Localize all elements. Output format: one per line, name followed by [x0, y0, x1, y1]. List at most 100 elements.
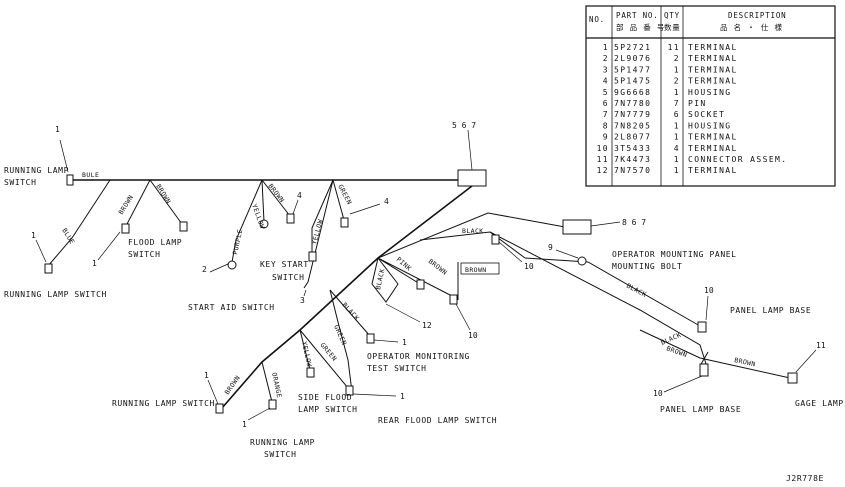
callout-9: 9 — [548, 243, 553, 252]
panel-lamp-base-terminal-bottom — [699, 363, 709, 377]
flood-lamp-switch-terminal-a — [121, 223, 130, 234]
table-row: 2 2L9076 2 TERMINAL — [603, 54, 738, 63]
operator-monitoring-terminal — [366, 333, 375, 344]
cell-no: 9 — [603, 133, 609, 142]
key-start-switch-terminal-c — [340, 217, 349, 228]
callout-3: 3 — [300, 296, 305, 305]
running-lamp-switch-terminal-bottom — [268, 399, 277, 410]
label-rear-flood-lamp-switch: REAR FLOOD LAMP SWITCH — [378, 416, 497, 425]
cell-no: 8 — [603, 121, 609, 130]
callout-1-running-bottom: 1 — [242, 420, 247, 429]
label-running-lamp-switch-top-l2: SWITCH — [4, 178, 37, 187]
flood-lamp-switch-terminal-b — [179, 221, 188, 232]
parts-table: NO. PART NO. 部 品 番 号 QTY 数量 DESCRIPTION … — [585, 5, 836, 187]
cell-qty: 11 — [668, 43, 680, 52]
wire-label-brown-2: BROWN — [154, 183, 172, 206]
component-labels: RUNNING LAMP SWITCH RUNNING LAMP SWITCH … — [4, 166, 843, 459]
header-qty-sub: 数量 — [664, 22, 681, 32]
cell-description: CONNECTOR ASSEM. — [688, 155, 787, 164]
cell-description: PIN — [688, 99, 707, 108]
black-wire-terminal — [491, 234, 500, 245]
brown-wire-terminal — [449, 294, 458, 305]
cell-qty: 1 — [674, 166, 680, 175]
cell-description: TERMINAL — [688, 54, 738, 63]
cell-description: TERMINAL — [688, 166, 738, 175]
cell-part-no: 5P1477 — [614, 65, 651, 74]
cell-qty: 7 — [674, 99, 680, 108]
wire-label-brown-7: BROWN — [223, 374, 242, 396]
mounting-bolt-ring — [577, 256, 587, 266]
cell-description: TERMINAL — [688, 65, 738, 74]
cell-qty: 6 — [674, 110, 680, 119]
callout-567-top: 5 6 7 — [452, 121, 476, 130]
wire-label-black-1: BLACK — [462, 227, 484, 235]
cell-no: 5 — [603, 88, 609, 97]
cell-qty: 4 — [674, 144, 680, 153]
gage-lamp-terminal — [787, 372, 798, 384]
wire-label-orange: ORANGE — [270, 372, 283, 399]
callout-10-d: 10 — [653, 389, 663, 398]
callout-10-c: 10 — [704, 286, 714, 295]
header-part-no: PART NO. — [616, 11, 659, 20]
callout-867: 8 6 7 — [622, 218, 646, 227]
callout-4-b: 4 — [384, 197, 389, 206]
cell-no: 1 — [603, 43, 609, 52]
callout-1-top: 1 — [55, 125, 60, 134]
cell-part-no: 2L9076 — [614, 54, 651, 63]
wire-label-green-3: GREEN — [318, 341, 338, 363]
main-connector-block — [457, 169, 487, 187]
cell-no: 10 — [597, 144, 609, 153]
wire-label-yellow-2: YELLOW — [310, 218, 324, 245]
key-start-switch-ring — [259, 219, 269, 229]
callout-1-monitoring: 1 — [402, 338, 407, 347]
label-running-lamp-bottom2-l2: SWITCH — [264, 450, 297, 459]
running-lamp-switch-terminal-left — [44, 263, 53, 274]
label-running-lamp-switch-bottom: RUNNING LAMP SWITCH — [112, 399, 215, 408]
cell-qty: 2 — [674, 54, 680, 63]
wire-label-brown-5: BROWN — [665, 344, 688, 359]
cell-no: 12 — [597, 166, 609, 175]
cell-description: TERMINAL — [688, 77, 738, 86]
wire-label-black-2: BLACK — [374, 268, 386, 291]
label-flood-lamp-l1: FLOOD LAMP — [128, 238, 182, 247]
drawing-number: J2R778E — [786, 474, 824, 483]
label-panel-lamp-base-bottom: PANEL LAMP BASE — [660, 405, 741, 414]
cell-no: 3 — [603, 65, 609, 74]
side-flood-lamp-terminal — [306, 367, 315, 378]
cell-no: 6 — [603, 99, 609, 108]
pink-wire-terminal — [416, 279, 425, 290]
label-panel-lamp-base-right: PANEL LAMP BASE — [730, 306, 811, 315]
callout-11: 11 — [816, 341, 826, 350]
label-running-lamp-switch-top-l1: RUNNING LAMP — [4, 166, 69, 175]
wire-label-brown-4: BROWN — [427, 257, 449, 277]
label-side-flood-l1: SIDE FLOOD — [298, 393, 352, 402]
callout-1-flood: 1 — [92, 259, 97, 268]
cell-no: 2 — [603, 54, 609, 63]
header-part-no-sub: 部 品 番 号 — [616, 22, 665, 32]
running-lamp-switch-terminal-top — [66, 174, 74, 186]
cell-description: SOCKET — [688, 110, 725, 119]
cell-no: 11 — [597, 155, 609, 164]
callouts: 1 1 1 2 4 4 3 5 6 7 8 6 7 9 10 10 10 10 … — [31, 121, 826, 429]
wire-label-blue-main: BULE — [82, 171, 99, 179]
label-side-flood-l2: LAMP SWITCH — [298, 405, 358, 414]
cell-part-no: 9G6668 — [614, 88, 651, 97]
cell-part-no: 7N7570 — [614, 166, 651, 175]
cell-part-no: 5P1475 — [614, 77, 651, 86]
connectors — [44, 169, 798, 414]
rear-flood-lamp-terminal — [345, 385, 354, 396]
callout-2: 2 — [202, 265, 207, 274]
cell-part-no: 7K4473 — [614, 155, 651, 164]
label-running-lamp-switch-left: RUNNING LAMP SWITCH — [4, 290, 107, 299]
cell-description: TERMINAL — [688, 144, 738, 153]
